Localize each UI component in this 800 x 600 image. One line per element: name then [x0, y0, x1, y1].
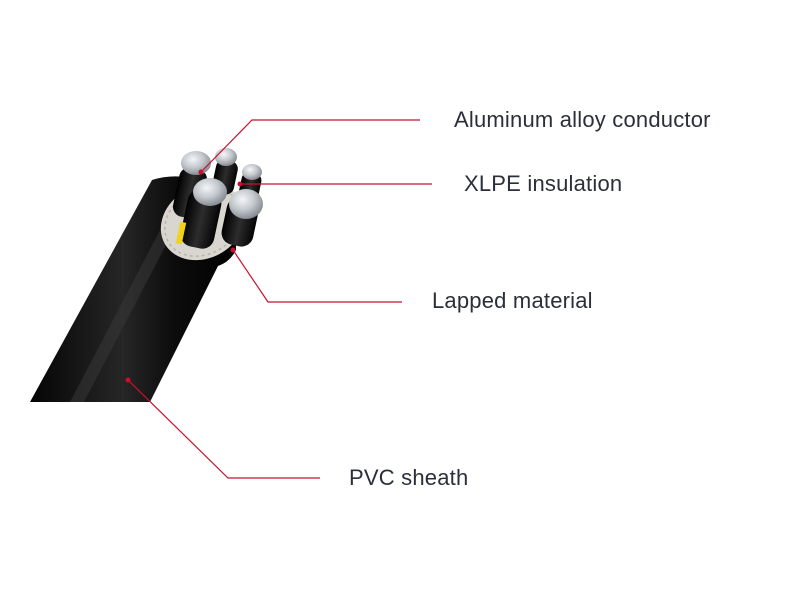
leader-dot-insulation [237, 181, 243, 187]
leader-dots [125, 169, 243, 383]
label-lapped-material: Lapped material [432, 288, 593, 313]
label-aluminum-alloy-conductor: Aluminum alloy conductor [454, 107, 711, 132]
label-xlpe-insulation: XLPE insulation [464, 171, 623, 196]
aluminum-conductor-core-5 [229, 189, 263, 219]
leader-dot-conductor [198, 169, 204, 175]
aluminum-conductor-core-1 [181, 151, 211, 175]
leader-dot-sheath [125, 377, 131, 383]
leader-line-lapped [232, 249, 402, 303]
leader-lines [127, 119, 432, 479]
aluminum-conductor-core-4 [193, 178, 227, 206]
aluminum-conductor-core-3 [242, 164, 262, 180]
leader-dot-lapped [230, 247, 236, 253]
leader-line-sheath [127, 379, 320, 479]
aluminum-conductor-core-2 [215, 148, 237, 166]
sheath-highlight [70, 215, 178, 402]
label-pvc-sheath: PVC sheath [349, 465, 469, 490]
leader-line-conductor [200, 119, 420, 173]
yellow-marker-stripe [175, 221, 187, 245]
